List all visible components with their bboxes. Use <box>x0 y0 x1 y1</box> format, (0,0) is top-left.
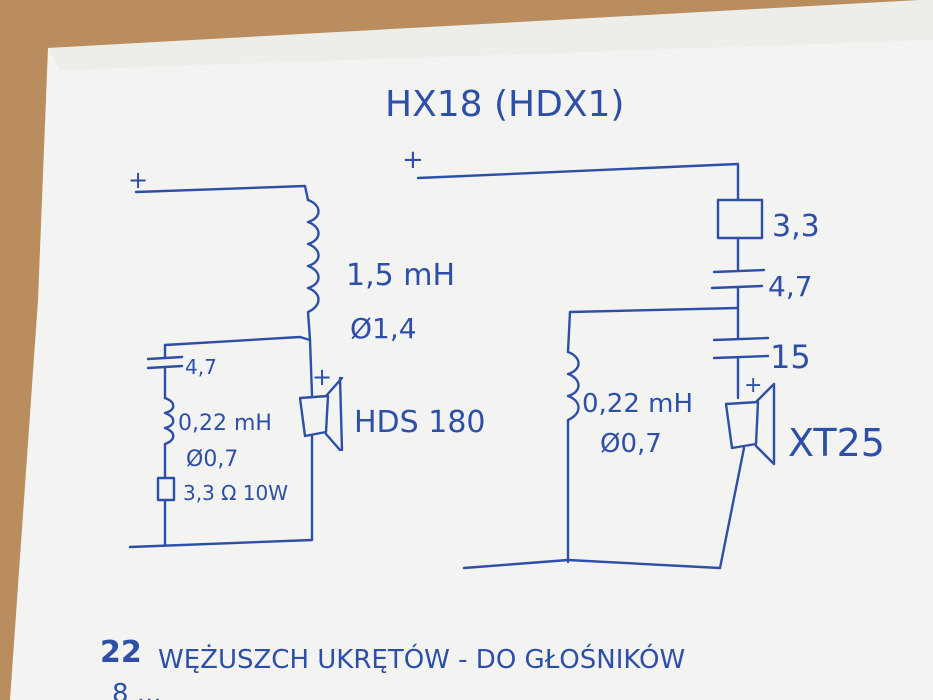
right-plus-input: + <box>402 145 424 175</box>
right-shunt-inductor-icon <box>566 350 580 564</box>
left-shunt-inductor-icon <box>163 396 175 480</box>
right-resistor-icon <box>716 198 764 272</box>
left-circuit: + 1,5 mH Ø1,4 + HDS 180 4,7 0,22 mH Ø0,7… <box>128 166 486 549</box>
left-driver-hds180-icon <box>298 376 344 452</box>
right-capacitor-2-value: 15 <box>770 338 811 376</box>
left-top-wire <box>134 184 310 202</box>
paper <box>10 0 933 700</box>
right-driver-xt25-icon <box>718 382 776 570</box>
right-top-wire <box>416 162 740 202</box>
right-capacitor-1-value: 4,7 <box>768 270 813 303</box>
right-capacitor-1-icon <box>710 268 766 340</box>
right-shunt-inductor-wire: Ø0,7 <box>600 429 662 459</box>
left-main-inductor-icon <box>306 198 320 342</box>
left-capacitor-value: 4,7 <box>185 355 217 379</box>
right-bottom-wire <box>462 558 722 570</box>
left-plus-driver: + <box>312 363 332 391</box>
left-resistor-icon <box>156 476 176 547</box>
right-driver-label: XT25 <box>788 421 885 465</box>
right-shunt-inductor-value: 0,22 mH <box>582 389 693 419</box>
left-driver-label: HDS 180 <box>354 405 486 440</box>
notes: 22 WĘŻUSZCH UKRĘTÓW - DO GŁOŚNIKÓW 8 ... <box>100 635 685 700</box>
diagram-title: HX18 (HDX1) <box>385 84 624 125</box>
left-main-inductor-value: 1,5 mH <box>346 258 455 293</box>
left-resistor-value: 3,3 Ω 10W <box>183 481 288 505</box>
right-circuit: + 3,3 4,7 15 + XT25 0,22 mH Ø0,7 <box>402 145 885 570</box>
paper-shadow <box>48 0 933 70</box>
note-line1-number: 22 <box>100 635 142 670</box>
left-junction-wire <box>163 335 314 397</box>
left-main-inductor-wire: Ø1,4 <box>350 312 417 345</box>
left-capacitor-icon <box>146 343 184 400</box>
left-plus-input: + <box>128 166 148 194</box>
right-shunt-wire <box>566 306 740 354</box>
note-line1-text: WĘŻUSZCH UKRĘTÓW - DO GŁOŚNIKÓW <box>158 643 685 675</box>
left-shunt-inductor-wire: Ø0,7 <box>186 447 238 472</box>
right-plus-driver: + <box>744 373 762 398</box>
left-shunt-inductor-value: 0,22 mH <box>178 411 272 436</box>
right-resistor-value: 3,3 <box>772 209 820 244</box>
left-right-wire <box>128 434 314 549</box>
note-line2-text: 8 ... <box>112 679 162 700</box>
right-capacitor-2-icon <box>712 336 770 400</box>
